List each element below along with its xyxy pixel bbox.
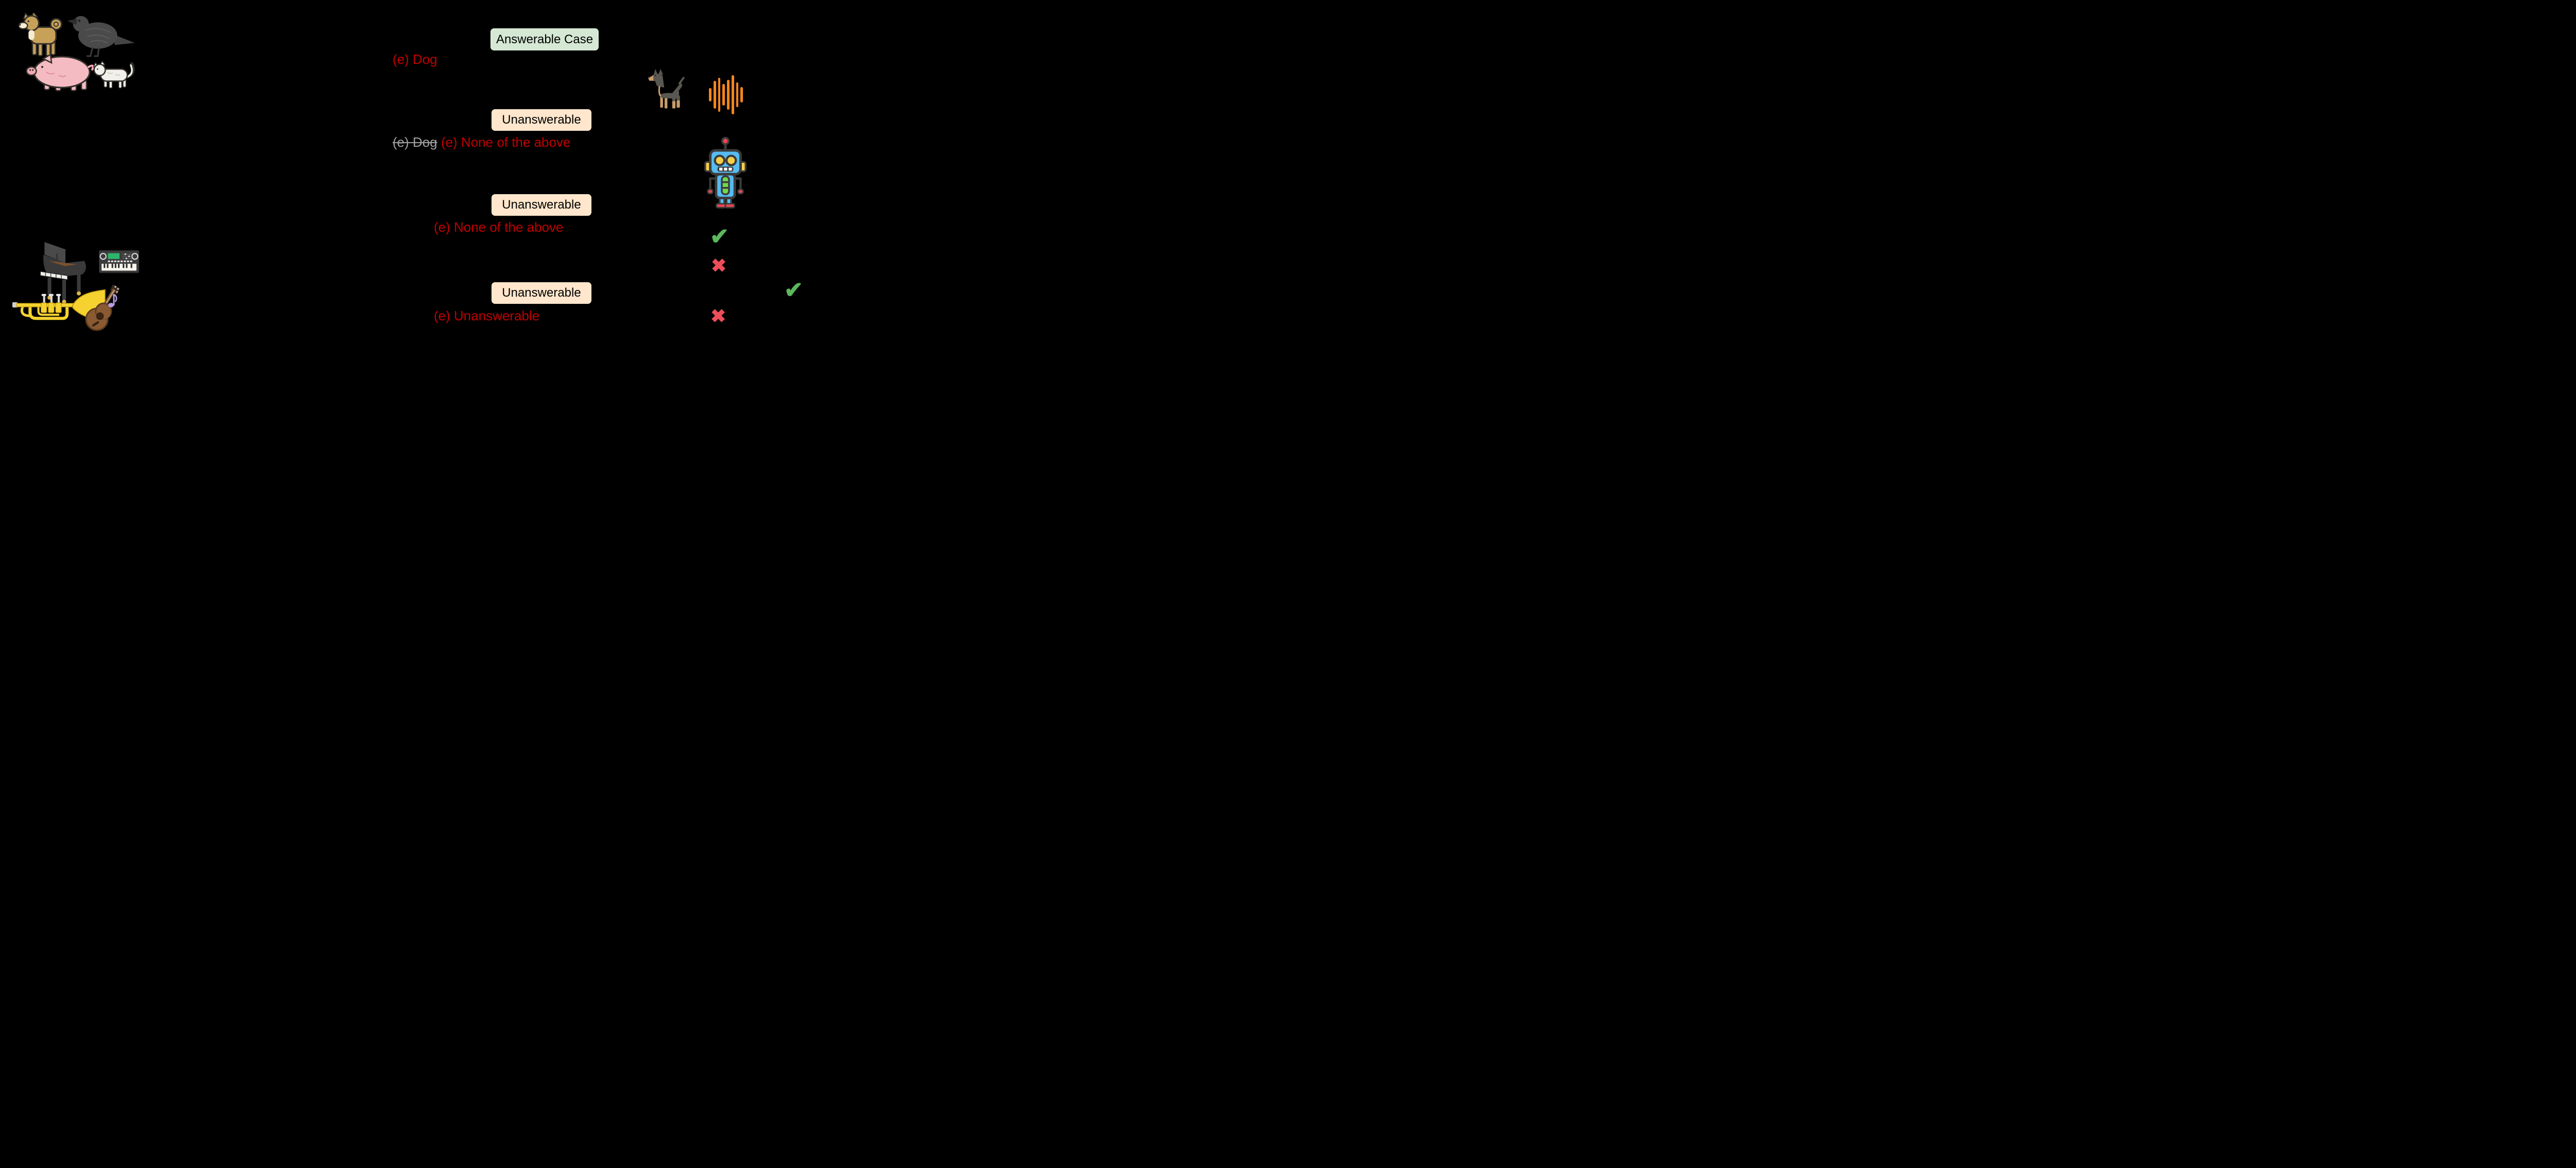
badge-label: Unanswerable	[502, 113, 581, 127]
badge-label: Answerable Case	[496, 32, 594, 46]
waveform-bar	[727, 80, 730, 110]
badge-unanswerable-3: Unanswerable	[492, 282, 591, 304]
cross-mark-2: ✖	[710, 305, 726, 327]
struck-answer-text: (e) Dog	[393, 134, 437, 150]
acoustic-guitar-icon	[84, 284, 121, 333]
audio-waveform-icon	[709, 73, 743, 116]
answer-row-2: (e) Dog (e) None of the above	[393, 134, 571, 150]
shiba-dog-icon	[19, 12, 68, 58]
waveform-bar	[740, 87, 743, 102]
badge-label: Unanswerable	[502, 198, 581, 212]
music-note-icon	[108, 291, 117, 308]
pig-icon	[26, 54, 98, 93]
cat-icon	[93, 59, 136, 91]
answer-text: (e) None of the above	[440, 134, 571, 150]
answer-row-3: (e) None of the above	[434, 219, 564, 235]
check-mark-2: ✔	[784, 278, 803, 303]
figure-canvas: Answerable Case (e) Dog Unanswerable (e)…	[0, 0, 808, 344]
animal-sounds-group	[0, 0, 144, 103]
badge-unanswerable-1: Unanswerable	[492, 109, 591, 131]
badge-label: Unanswerable	[502, 286, 581, 300]
answer-text: (e) Unanswerable	[434, 308, 540, 323]
waveform-bar	[722, 84, 725, 106]
waveform-bar	[713, 81, 716, 109]
waveform-bar	[718, 78, 721, 112]
human-sounds-group	[0, 227, 149, 344]
answer-text: (e) None of the above	[434, 219, 564, 235]
doberman-dog-icon	[648, 69, 688, 113]
badge-unanswerable-2: Unanswerable	[492, 194, 591, 216]
badge-answerable-case: Answerable Case	[490, 28, 599, 50]
waveform-bar	[709, 88, 711, 101]
electronic-keyboard-icon	[99, 248, 139, 275]
instrument-sounds-group	[0, 118, 149, 331]
cross-mark-1: ✖	[711, 255, 727, 276]
grand-piano-icon	[36, 242, 92, 304]
answer-row-1: (e) Dog	[393, 51, 437, 67]
waveform-bar	[731, 75, 734, 114]
crow-icon	[67, 13, 136, 58]
waveform-bar	[736, 82, 739, 107]
answer-row-4: (e) Unanswerable	[434, 308, 539, 324]
check-mark-1: ✔	[710, 224, 729, 249]
answer-text: (e) Dog	[393, 51, 437, 67]
robot-icon	[704, 135, 747, 209]
